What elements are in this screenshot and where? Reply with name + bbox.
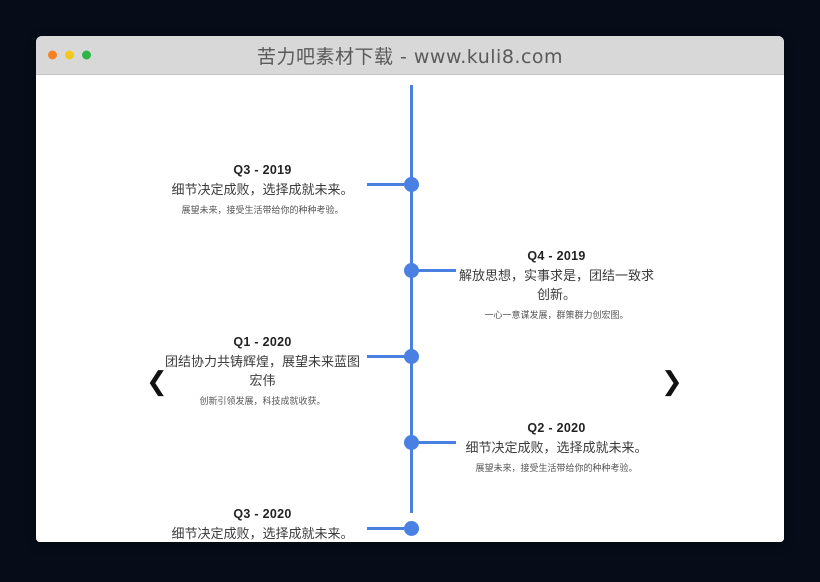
timeline-dot-icon[interactable] bbox=[404, 177, 419, 192]
minimize-button-icon[interactable] bbox=[65, 50, 74, 60]
timeline-item-content: Q3 - 2020 细节决定成败，选择成就未来。 展望未来，接受生活带给你的种种… bbox=[160, 507, 365, 542]
timeline-page-body: Q3 - 2019 细节决定成败，选择成就未来。 展望未来，接受生活带给你的种种… bbox=[36, 75, 784, 542]
timeline-dot-icon[interactable] bbox=[404, 349, 419, 364]
timeline-item-subtext: 展望未来，接受生活带给你的种种考验。 bbox=[181, 205, 344, 216]
timeline-item-description: 细节决定成败，选择成就未来。 bbox=[171, 527, 354, 542]
timeline-spine bbox=[410, 85, 413, 513]
timeline-connector bbox=[414, 269, 456, 272]
timeline-connector bbox=[414, 441, 456, 444]
timeline-item-content: Q2 - 2020 细节决定成败，选择成就未来。 展望未来，接受生活带给你的种种… bbox=[454, 421, 659, 475]
timeline-item-description: 细节决定成败，选择成就未来。 bbox=[171, 183, 354, 198]
browser-window: 苦力吧素材下载 - www.kuli8.com Q3 - 2019 细节决定成败… bbox=[36, 36, 784, 542]
window-control-dots bbox=[48, 50, 91, 60]
timeline-connector bbox=[367, 355, 409, 358]
timeline-connector bbox=[367, 527, 409, 530]
chevron-right-icon[interactable]: ❯ bbox=[661, 367, 683, 397]
timeline-item-content: Q3 - 2019 细节决定成败，选择成就未来。 展望未来，接受生活带给你的种种… bbox=[160, 163, 365, 217]
chevron-left-icon[interactable]: ❮ bbox=[146, 367, 168, 397]
timeline-item-content: Q4 - 2019 解放思想，实事求是，团结一致求创新。 一心一意谋发展，群策群… bbox=[454, 249, 659, 322]
timeline-item-title: Q4 - 2019 bbox=[527, 249, 586, 263]
window-title: 苦力吧素材下载 - www.kuli8.com bbox=[256, 45, 564, 68]
timeline-item-title: Q3 - 2019 bbox=[233, 163, 292, 177]
timeline-item-title: Q1 - 2020 bbox=[233, 335, 292, 349]
maximize-button-icon[interactable] bbox=[82, 50, 91, 60]
timeline-item-subtext: 创新引领发展，科技成就收获。 bbox=[199, 396, 326, 407]
timeline-item-description: 团结协力共铸辉煌，展望未来蓝图宏伟 bbox=[164, 355, 360, 389]
timeline-item-title: Q3 - 2020 bbox=[233, 507, 292, 521]
timeline-item-title: Q2 - 2020 bbox=[527, 421, 586, 435]
timeline-item-subtext: 展望未来，接受生活带给你的种种考验。 bbox=[475, 463, 638, 474]
timeline-item-subtext: 一心一意谋发展，群策群力创宏图。 bbox=[484, 310, 629, 321]
timeline-item-content: Q1 - 2020 团结协力共铸辉煌，展望未来蓝图宏伟 创新引领发展，科技成就收… bbox=[160, 335, 365, 408]
close-button-icon[interactable] bbox=[48, 50, 57, 60]
timeline-dot-icon[interactable] bbox=[404, 435, 419, 450]
timeline-list: Q3 - 2019 细节决定成败，选择成就未来。 展望未来，接受生活带给你的种种… bbox=[36, 75, 784, 542]
browser-titlebar: 苦力吧素材下载 - www.kuli8.com bbox=[36, 36, 784, 75]
timeline-connector bbox=[367, 183, 409, 186]
timeline-item-description: 细节决定成败，选择成就未来。 bbox=[465, 441, 648, 456]
timeline-dot-icon[interactable] bbox=[404, 521, 419, 536]
timeline-dot-icon[interactable] bbox=[404, 263, 419, 278]
timeline-item-description: 解放思想，实事求是，团结一致求创新。 bbox=[458, 269, 654, 303]
